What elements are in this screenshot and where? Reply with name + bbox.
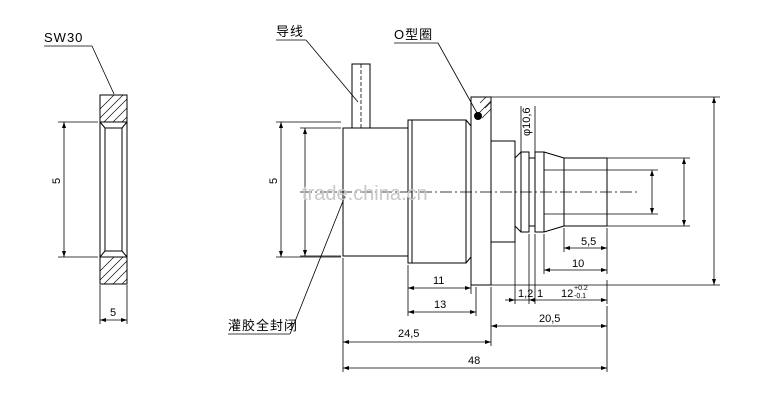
dim-10: 10 xyxy=(543,228,608,274)
dim-12-tol-upper: +0.2 xyxy=(574,285,588,292)
o-ring-label: O型圈 xyxy=(394,27,433,42)
body-height-text: 5 xyxy=(268,178,280,184)
nut-height-text: 5 xyxy=(51,178,63,184)
nut-bottom-hatch-block xyxy=(99,256,128,285)
dim-1-text: 1 xyxy=(537,288,543,300)
dim-13: 13 xyxy=(408,287,477,316)
dim-1-2-and-1: 1,2 1 xyxy=(505,228,544,304)
lead-wire-label: 导线 xyxy=(276,24,304,39)
body-height-dimension: 5 xyxy=(268,121,341,258)
dim-48: 48 xyxy=(343,330,608,372)
dim-24-5-text: 24,5 xyxy=(398,328,419,340)
lead-wire-callout: 导线 xyxy=(276,24,359,103)
dim-12: 12 +0.2 -0.1 xyxy=(544,280,608,304)
dim-20-5: 20,5 xyxy=(490,287,608,330)
nut-top-hatch-block xyxy=(99,94,128,123)
dim-20-5-text: 20,5 xyxy=(539,313,560,325)
o-ring-callout: O型圈 xyxy=(394,27,478,114)
dim-5-5: 5,5 xyxy=(563,228,607,252)
dim-11: 11 xyxy=(407,259,472,316)
sensor-body xyxy=(300,63,640,286)
front-neck xyxy=(490,140,516,243)
o-ring xyxy=(474,112,482,120)
dim-24-5: 24,5 xyxy=(342,258,492,372)
potting-seal-label: 灌胶全封闭 xyxy=(228,318,298,333)
diameter-10-6-text: φ10,6 xyxy=(521,107,533,136)
dim-10-text: 10 xyxy=(572,258,584,270)
dim-12-text: 12 xyxy=(561,288,573,300)
sw30-callout: SW30 xyxy=(44,30,115,95)
nut-section-view xyxy=(99,94,128,285)
potting-callout: 灌胶全封闭 xyxy=(228,195,346,335)
dim-13-text: 13 xyxy=(434,299,446,311)
nut-width-dimension: 5 xyxy=(99,285,128,324)
dim-5-5-text: 5,5 xyxy=(581,236,596,248)
dim-48-text: 48 xyxy=(468,355,480,367)
flange xyxy=(470,96,492,286)
nut-width-text: 5 xyxy=(110,307,116,319)
nut-height-dimension: 5 xyxy=(51,121,98,258)
dim-1-2-text: 1,2 xyxy=(518,288,533,300)
sw30-label: SW30 xyxy=(44,30,83,45)
dim-11-text: 11 xyxy=(433,275,444,287)
threaded-section xyxy=(407,119,467,264)
dim-12-tol-lower: -0.1 xyxy=(574,293,586,300)
right-vertical-dimensions xyxy=(491,96,720,286)
diameter-10-6-dimension: φ10,6 xyxy=(520,106,536,152)
watermark: trade.china.cn xyxy=(302,183,428,205)
